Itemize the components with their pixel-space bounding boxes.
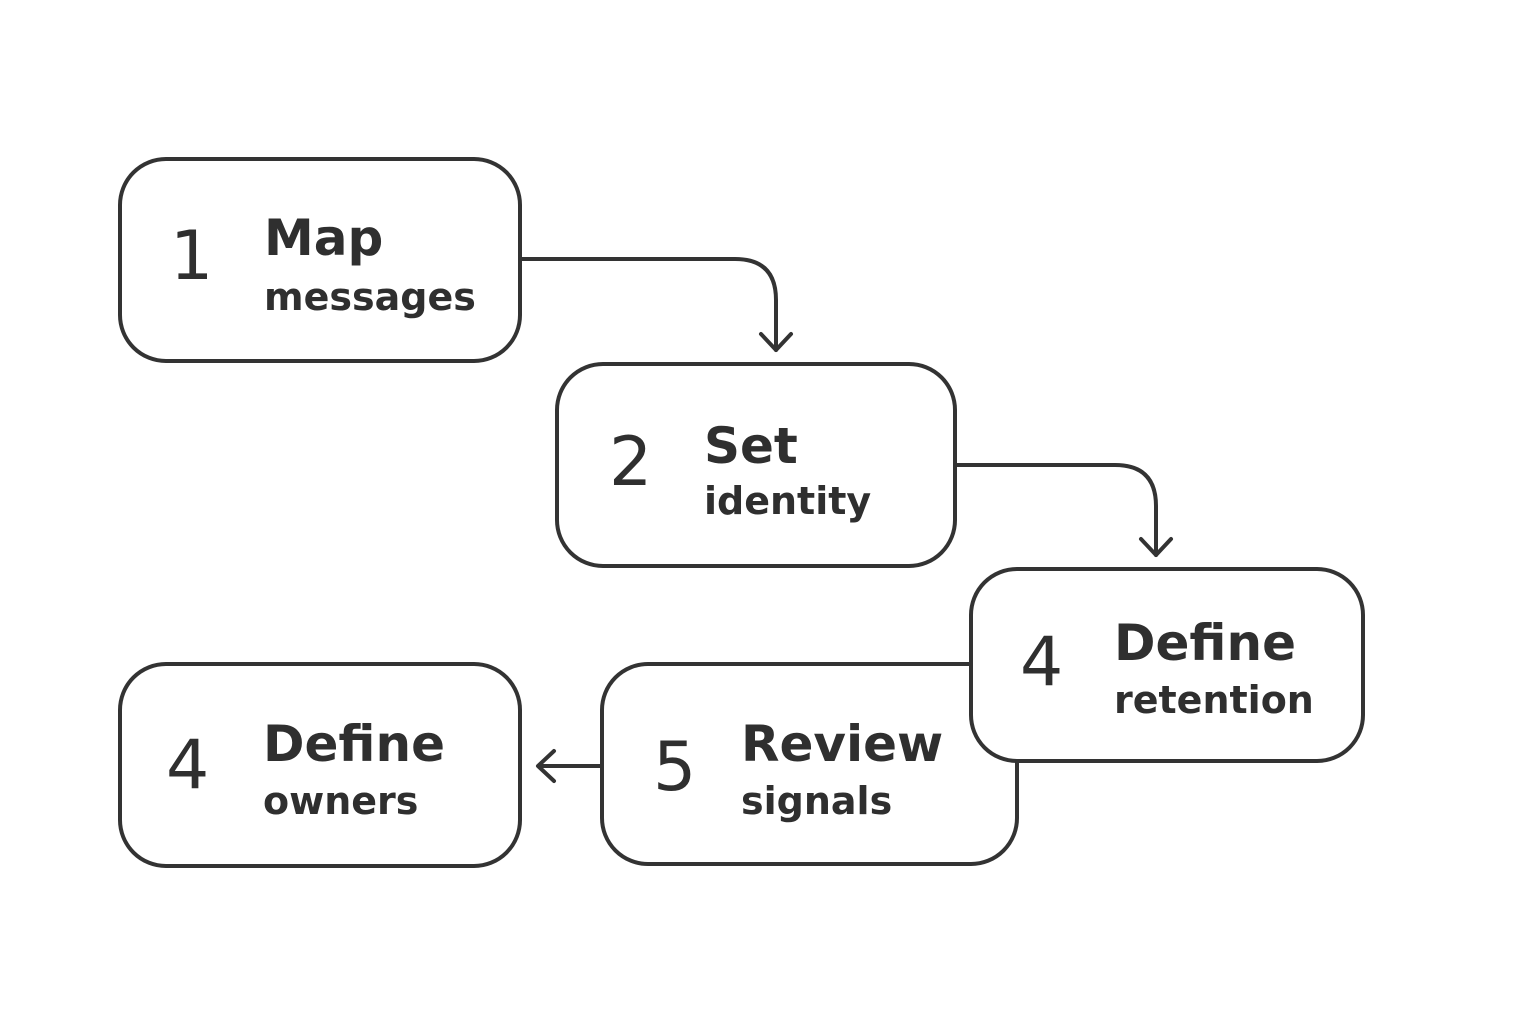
step-title: Define [1114, 614, 1296, 672]
connector-step-1-to-step-2 [520, 257, 778, 352]
arrowhead-step-3 [1139, 537, 1173, 557]
step-subtitle: owners [263, 779, 419, 823]
step-title: Map [264, 209, 384, 267]
step-card-review-signals: 5 Review signals [600, 662, 1019, 866]
step-title: Set [704, 417, 798, 475]
step-subtitle: identity [704, 479, 872, 523]
connector-step-2-to-step-3 [955, 463, 1158, 557]
step-card-map-messages: 1 Map messages [118, 157, 522, 363]
step-number: 4 [1020, 623, 1064, 702]
step-number: 4 [166, 726, 210, 805]
step-card-define-retention: 4 Define retention [969, 567, 1365, 763]
step-number: 5 [653, 728, 697, 807]
step-subtitle: retention [1114, 678, 1314, 722]
step-number: 1 [170, 217, 214, 296]
step-subtitle: signals [741, 779, 893, 823]
arrowhead-step-4 [536, 749, 556, 783]
step-subtitle: messages [264, 275, 476, 319]
step-card-set-identity: 2 Set identity [555, 362, 957, 568]
step-number: 2 [609, 423, 653, 502]
step-card-define-owners: 4 Define owners [118, 662, 522, 868]
step-title: Review [741, 715, 944, 773]
step-title: Define [263, 715, 445, 773]
arrowhead-step-2 [759, 332, 793, 352]
